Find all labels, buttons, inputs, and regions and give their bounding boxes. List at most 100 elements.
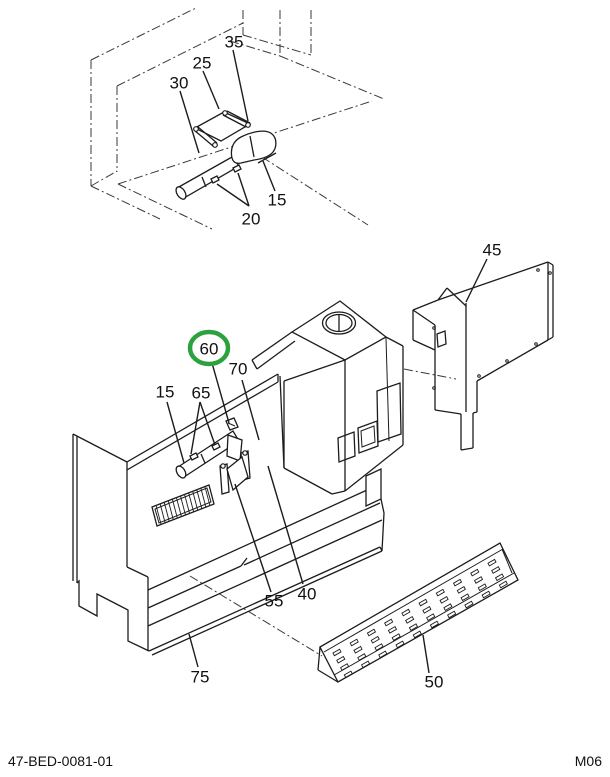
tread-plate-slot	[426, 613, 436, 622]
panel-45-edge	[460, 447, 474, 451]
inset-handle-bar	[176, 156, 240, 199]
inset-strap	[226, 110, 251, 124]
tread-plate-slot	[422, 605, 432, 614]
panel-45-hole	[477, 374, 481, 378]
panel-45-hole	[432, 326, 436, 330]
tread-plate-slot	[412, 630, 422, 639]
tread-plate-slot	[418, 598, 428, 607]
phantom-outline-line	[90, 7, 197, 61]
part-label-75: 75	[191, 668, 210, 687]
vent-slot-hatch	[163, 502, 170, 522]
bracket-60-fold	[227, 422, 236, 427]
phantom-outline-line	[189, 575, 323, 657]
part-label-15: 15	[156, 383, 175, 402]
inset-strap	[193, 129, 214, 147]
part-label-70: 70	[229, 360, 248, 379]
vent-slot-hatch	[196, 489, 203, 509]
diagram-line	[147, 484, 379, 591]
figure-number: 47-BED-0081-01	[8, 753, 114, 769]
diagram-line	[283, 467, 333, 495]
inset-screw	[210, 175, 220, 184]
handle-bar-joint	[200, 453, 206, 464]
phantom-outline-line	[90, 185, 161, 220]
vent-slot-hatch	[180, 495, 186, 516]
panel-45-hole	[548, 271, 552, 275]
diagram-line	[243, 502, 381, 566]
leader-line	[267, 465, 304, 585]
diagram-line	[501, 548, 513, 574]
tread-plate-slot	[491, 566, 501, 574]
diagram-line	[331, 490, 346, 495]
diagram-line	[126, 373, 279, 463]
part-label-inset-35: 35	[225, 33, 244, 52]
leader-line	[199, 401, 216, 446]
vent-slot-hatch	[192, 491, 199, 511]
diagram-line	[279, 375, 285, 469]
tread-plate-slot	[470, 568, 480, 577]
tread-plate-slot	[439, 596, 449, 604]
panel-45-edge	[434, 409, 462, 415]
console-access-plate-inner	[360, 425, 376, 448]
inset-fastener-eye	[212, 142, 218, 148]
tread-plate-slot	[435, 588, 445, 597]
panel-45-edge	[437, 287, 448, 301]
plate-55	[226, 455, 249, 492]
panel-45-edge	[412, 339, 436, 351]
panel-45-edge	[547, 261, 554, 266]
tread-plate-slot	[452, 578, 463, 587]
panel-45-hole	[505, 359, 509, 363]
inset-screw	[232, 164, 242, 173]
part-label-50: 50	[425, 673, 444, 692]
panel-clip	[436, 330, 447, 348]
console-lower-tab	[365, 467, 382, 508]
inset-fastener-eye	[222, 110, 228, 116]
vent-slot-hatch	[204, 486, 211, 506]
diagram-line	[256, 340, 296, 370]
tread-plate-slot	[370, 635, 380, 644]
inset-grip-fold	[249, 135, 255, 158]
diagram-line	[72, 433, 128, 463]
vent-slot-hatch	[175, 497, 182, 517]
panel-45-edge	[412, 299, 439, 311]
handle-screw	[189, 452, 199, 461]
diagram-line	[317, 646, 321, 671]
console-access-plate	[357, 420, 379, 454]
handle-screw	[211, 442, 221, 451]
tread-plate-slot	[339, 663, 350, 671]
tread-plate-slot	[401, 608, 411, 617]
leader-line	[234, 483, 272, 593]
leader-line	[465, 258, 488, 303]
phantom-outline-line	[279, 55, 385, 100]
vent-slot	[151, 484, 215, 527]
highlight-circle-60	[187, 329, 231, 367]
panel-45-edge	[547, 336, 554, 341]
diagram-line	[381, 512, 385, 552]
phantom-outline-line	[403, 368, 457, 380]
tread-plate-slot	[494, 573, 505, 582]
inset-fastener-eye	[245, 122, 251, 128]
panel-45-edge	[472, 411, 478, 414]
tread-plate-slot	[391, 633, 401, 641]
tread-plate-slot	[481, 590, 491, 599]
panel-45-hole	[432, 386, 436, 390]
leader-line	[422, 634, 430, 674]
phantom-outline-line	[229, 40, 281, 57]
vent-slot-hatch	[159, 503, 166, 523]
inset-handle-grip	[230, 130, 277, 164]
tread-plate-slot	[360, 660, 371, 669]
diagram-line	[385, 336, 404, 347]
vent-slot-hatch	[155, 505, 162, 525]
panel-45-hole	[534, 342, 538, 346]
tread-plate-slot	[366, 628, 377, 637]
tread-plate-slot	[384, 618, 394, 627]
console-small-panel	[337, 431, 356, 463]
inset-fastener-eye	[193, 126, 199, 132]
tread-plate-50	[319, 542, 519, 683]
tread-plate-slot	[374, 643, 384, 651]
inset-handle-bar-end	[175, 186, 187, 200]
diagram-line	[344, 444, 404, 492]
vent-slot-hatch	[200, 488, 207, 508]
leader-line	[216, 183, 250, 207]
tread-plate-slot	[353, 645, 363, 654]
